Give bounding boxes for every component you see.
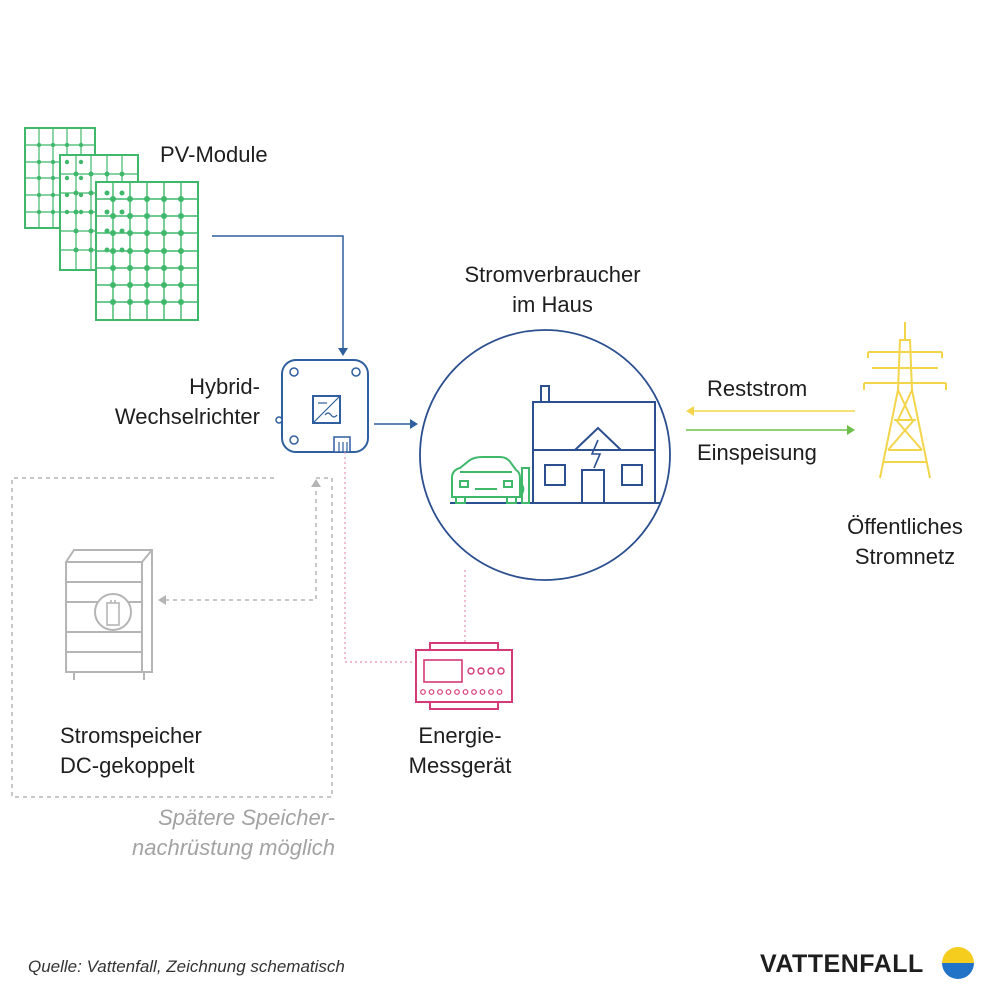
residual-current-label: Reststrom (707, 376, 808, 401)
inverter-to-house-arrow (374, 419, 418, 429)
energy-meter-icon (415, 642, 513, 710)
feed-in-label: Einspeisung (697, 440, 817, 465)
source-note: Quelle: Vattenfall, Zeichnung schematisc… (28, 957, 345, 976)
inverter-to-storage-arrow (165, 486, 317, 601)
feed-in-arrow (686, 425, 855, 435)
inverter-icon (275, 359, 369, 453)
pv-modules-label: PV-Module (160, 142, 268, 167)
grid-label: Öffentliches Stromnetz (847, 514, 963, 569)
vattenfall-logo-icon (942, 947, 974, 979)
house-icon (450, 385, 660, 504)
inverter-label: Hybrid- Wechselrichter (114, 374, 260, 429)
meter-connection-lines (344, 452, 466, 663)
consumer-circle (419, 329, 671, 581)
storage-retrofit-frame (11, 477, 333, 798)
battery-storage-icon (65, 549, 153, 680)
pv-to-inverter-line (212, 235, 348, 356)
power-pylon-icon (863, 322, 947, 479)
solar-panel-icon (24, 127, 199, 321)
consumers-label: Stromverbraucher im Haus (464, 262, 641, 317)
car-icon (451, 456, 530, 504)
residual-current-arrow (686, 406, 855, 416)
storage-label: Stromspeicher DC-gekoppelt (60, 723, 202, 778)
meter-label: Energie- Messgerät (408, 723, 512, 778)
brand-name: VATTENFALL (760, 950, 924, 978)
retrofit-note: Spätere Speicher- nachrüstung möglich (131, 805, 335, 860)
